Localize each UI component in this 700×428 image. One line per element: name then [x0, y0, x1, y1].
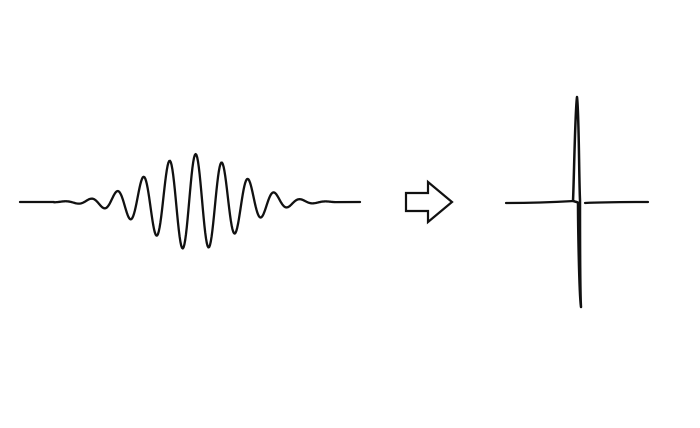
right-arrow-icon — [404, 179, 454, 225]
wave-packet-signal — [18, 152, 362, 250]
sharp-pulse-group — [504, 95, 650, 309]
transform-arrow — [404, 179, 454, 225]
sharp-pulse-baseline — [504, 199, 650, 205]
sharp-pulse-signal — [571, 95, 583, 309]
